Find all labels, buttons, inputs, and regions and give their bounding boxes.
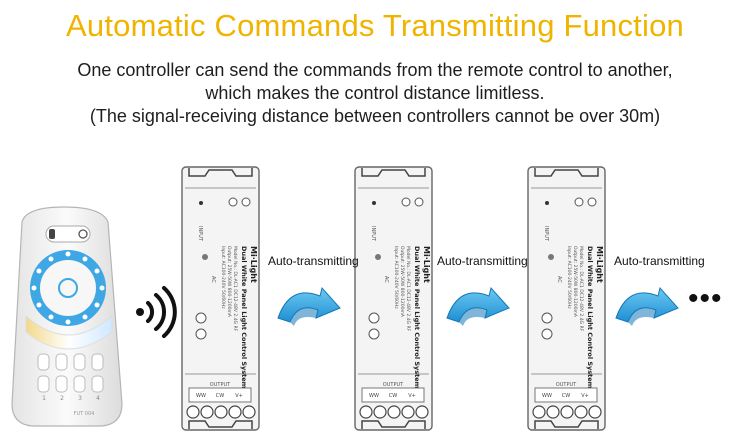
svg-text:V+: V+ <box>235 393 243 399</box>
svg-text:Dual White Panel Light Control: Dual White Panel Light Control System <box>240 246 248 389</box>
svg-text:3: 3 <box>78 395 82 402</box>
svg-text:OUTPUT: OUTPUT <box>556 382 577 388</box>
svg-text:FUT 004: FUT 004 <box>74 411 95 417</box>
transfer-label-1: Auto-transmitting <box>268 254 359 268</box>
svg-text:CW: CW <box>216 393 224 399</box>
transfer-label-3: Auto-transmitting <box>614 254 705 268</box>
svg-text:Model No.: DL-AC1 DC12-48V 2.4: Model No.: DL-AC1 DC12-48V 2.4G RF <box>578 246 584 332</box>
svg-text:WW: WW <box>196 393 206 399</box>
svg-text:Input: AC100-240V 50/60Hz: Input: AC100-240V 50/60Hz <box>566 246 572 309</box>
svg-text:Model No.: DL-AC1 DC12-48V 2.4: Model No.: DL-AC1 DC12-48V 2.4G RF <box>232 246 238 332</box>
description-line-2: which makes the control distance limitle… <box>205 83 545 103</box>
svg-text:4: 4 <box>96 395 100 402</box>
svg-text:AC: AC <box>383 276 389 283</box>
curved-arrow-icon-3 <box>615 286 679 326</box>
controller-device-3: INPUT AC Mi·Light Dual White Panel Light… <box>527 166 606 431</box>
svg-text:WW: WW <box>369 393 379 399</box>
svg-text:Dual White Panel Light Control: Dual White Panel Light Control System <box>413 246 421 389</box>
svg-text:Mi·Light: Mi·Light <box>422 246 431 283</box>
svg-text:Output: 25W-50W 800-1200mA: Output: 25W-50W 800-1200mA <box>399 246 405 318</box>
curved-arrow-icon-1 <box>277 286 341 326</box>
svg-text:V+: V+ <box>581 393 589 399</box>
svg-text:Input: AC100-240V 50/60Hz: Input: AC100-240V 50/60Hz <box>220 246 226 309</box>
svg-text:INPUT: INPUT <box>197 226 203 242</box>
svg-text:Dual White Panel Light Control: Dual White Panel Light Control System <box>586 246 594 389</box>
svg-text:Mi·Light: Mi·Light <box>595 246 604 283</box>
page-title: Automatic Commands Transmitting Function <box>66 8 684 43</box>
svg-text:OUTPUT: OUTPUT <box>383 382 404 388</box>
svg-text:Model No.: DL-AC1 DC12-48V 2.4: Model No.: DL-AC1 DC12-48V 2.4G RF <box>405 246 411 332</box>
curved-arrow-icon-2 <box>446 286 510 326</box>
svg-text:AC: AC <box>210 276 216 283</box>
svg-text:INPUT: INPUT <box>370 226 376 242</box>
svg-text:Mi·Light: Mi·Light <box>249 246 258 283</box>
description-line-1: One controller can send the commands fro… <box>77 60 673 80</box>
svg-text:V+: V+ <box>408 393 416 399</box>
remote-control-icon: 1 2 3 4 FUT 004 <box>11 206 123 427</box>
transfer-label-2: Auto-transmitting <box>437 254 528 268</box>
wireless-signal-icon <box>136 286 177 338</box>
svg-text:Input: AC100-240V 50/60Hz: Input: AC100-240V 50/60Hz <box>393 246 399 309</box>
description-line-3: (The signal-receiving distance between c… <box>89 106 661 126</box>
svg-text:Output: 25W-50W 800-1200mA: Output: 25W-50W 800-1200mA <box>572 246 578 318</box>
svg-text:CW: CW <box>389 393 397 399</box>
controller-device-1: INPUT AC Mi·Light Dual White Panel Light… <box>181 166 260 431</box>
svg-text:INPUT: INPUT <box>543 226 549 242</box>
svg-text:AC: AC <box>556 276 562 283</box>
continuation-ellipsis: ••• <box>688 282 723 315</box>
svg-text:1: 1 <box>42 395 46 402</box>
svg-text:2: 2 <box>60 395 64 402</box>
controller-device-2: INPUT AC Mi·Light Dual White Panel Light… <box>354 166 433 431</box>
svg-text:Output: 25W-50W 800-1200mA: Output: 25W-50W 800-1200mA <box>226 246 232 318</box>
svg-text:WW: WW <box>542 393 552 399</box>
svg-text:CW: CW <box>562 393 570 399</box>
svg-text:OUTPUT: OUTPUT <box>210 382 231 388</box>
